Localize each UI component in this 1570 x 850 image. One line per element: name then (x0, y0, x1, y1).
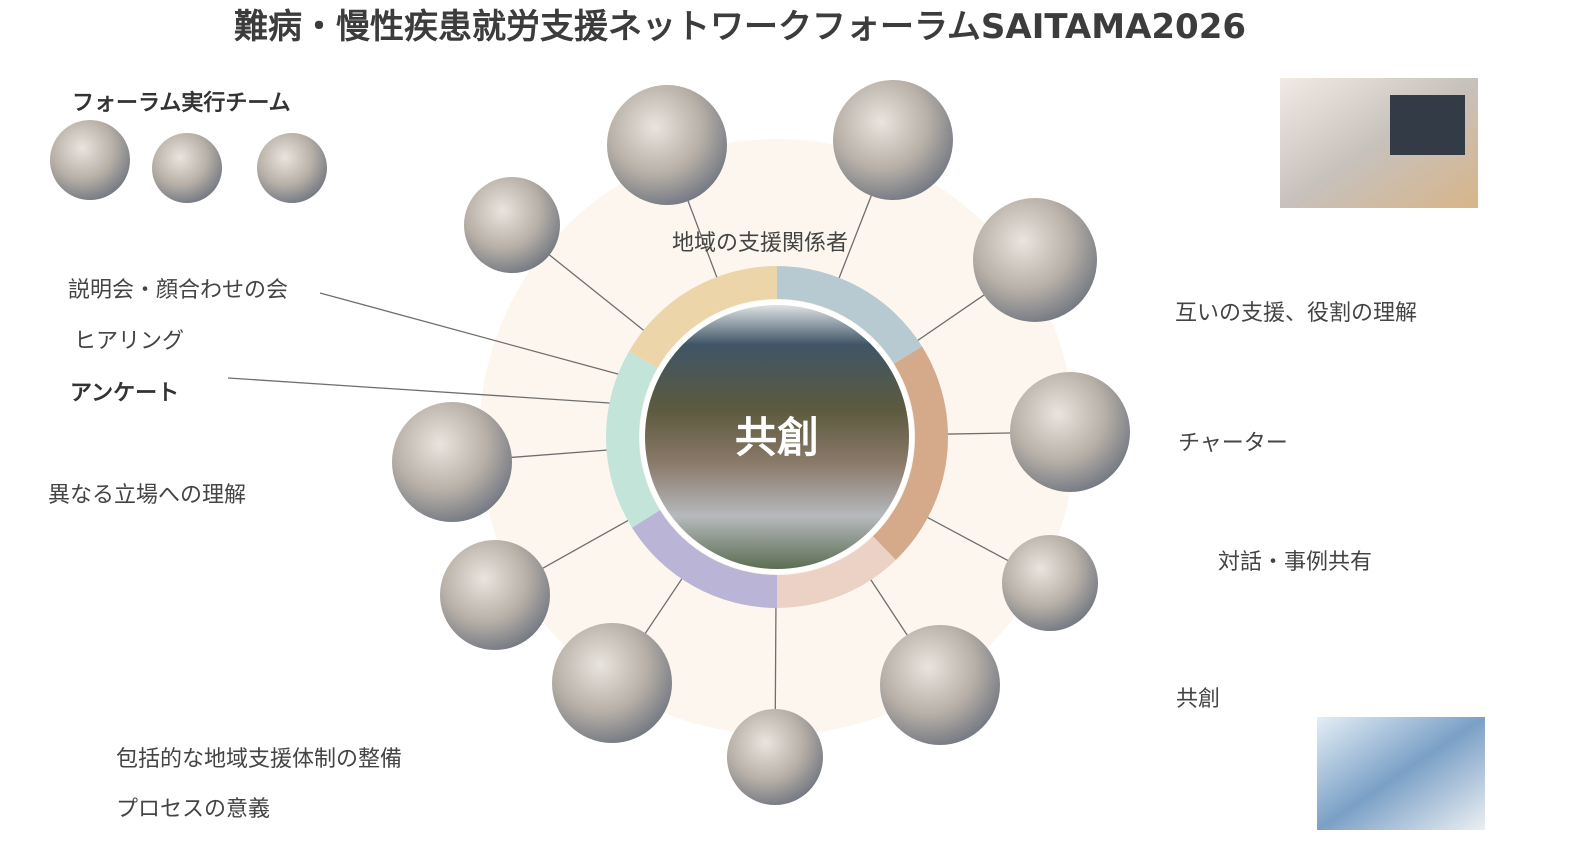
stakeholder-photo (973, 198, 1097, 322)
stakeholder-photo (1010, 372, 1130, 492)
smartphone-chart-photo (1317, 717, 1485, 830)
stakeholder-photo (833, 80, 953, 200)
ring-segment-seg-top-right (777, 266, 923, 364)
ring-label-top: 地域の支援関係者 (672, 231, 848, 256)
right-item: チャーター (1178, 431, 1288, 456)
stakeholder-photo (392, 402, 512, 522)
ring-segment-seg-left (606, 351, 660, 528)
stakeholder-photo (440, 540, 550, 650)
team-member-photo (257, 133, 327, 203)
ring-segment-seg-top-left (628, 266, 777, 368)
left-item: 説明会・顔合わせの会 (68, 278, 288, 303)
stakeholder-photo (1002, 535, 1098, 631)
ring-segment-seg-bottom-left (631, 510, 777, 608)
stakeholder-photo (552, 623, 672, 743)
stakeholder-photo (880, 625, 1000, 745)
right-item: 対話・事例共有 (1218, 550, 1372, 575)
connector-line (537, 245, 661, 344)
right-item: 共創 (1176, 687, 1220, 712)
stakeholder-photo (464, 177, 560, 273)
left-item: アンケート (70, 381, 179, 406)
center-label: 共創 (735, 413, 819, 462)
left-item: 異なる立場への理解 (48, 483, 246, 508)
connector-line (319, 292, 641, 381)
laptop-screen (1390, 95, 1465, 155)
connector-line (830, 178, 879, 298)
connector-line (774, 586, 777, 724)
connector-line (227, 377, 641, 406)
team-label: フォーラム実行チーム (72, 90, 291, 116)
connector-line (528, 509, 647, 577)
ring-segment-seg-bottom-right (777, 536, 896, 608)
ring-segment-seg-right (872, 346, 948, 561)
connector-lines (227, 178, 1029, 724)
connector-line (493, 447, 628, 460)
team-member-photo (50, 120, 130, 200)
stakeholder-photo (727, 709, 823, 805)
page-title: 難病・慢性疾患就労支援ネットワークフォーラムSAITAMA2026 (234, 7, 1246, 47)
bottom-item: プロセスの意義 (116, 797, 270, 822)
bottom-item: 包括的な地域支援体制の整備 (116, 747, 402, 772)
city-photo (645, 305, 909, 569)
right-item: 互いの支援、役割の理解 (1175, 301, 1417, 326)
ring-segments (606, 266, 948, 608)
team-member-photo (152, 133, 222, 203)
stakeholder-photos (392, 80, 1130, 805)
stakeholder-photo (607, 85, 727, 205)
left-item: ヒアリング (74, 329, 184, 354)
